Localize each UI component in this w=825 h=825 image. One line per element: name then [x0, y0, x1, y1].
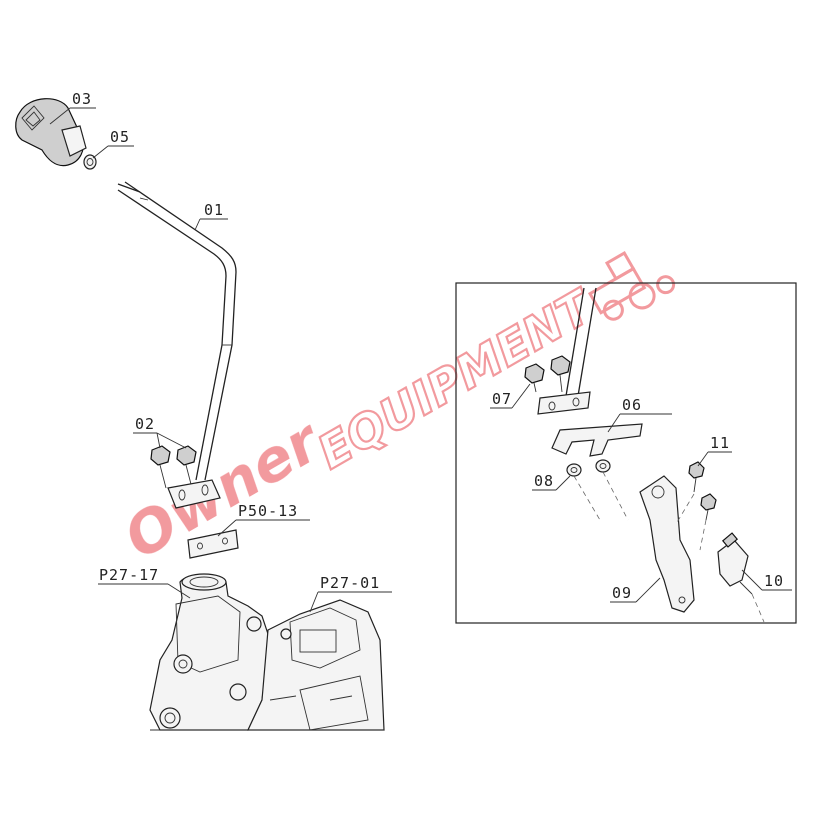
label-p27-17: P27-17	[99, 566, 159, 584]
tractor-icon	[587, 251, 676, 321]
label-02: 02	[135, 415, 155, 433]
switch-10	[717, 532, 753, 595]
label-p50-13: P50-13	[238, 502, 298, 520]
label-09: 09	[612, 584, 632, 602]
plate-p50-13	[187, 529, 239, 559]
transmission-housing	[149, 573, 385, 731]
shift-knob	[15, 98, 87, 167]
label-01: 01	[204, 201, 224, 219]
label-03: 03	[72, 90, 92, 108]
label-p27-01: P27-01	[320, 574, 380, 592]
detail-inset: 07 06 11 08 09 10	[455, 282, 797, 624]
label-11: 11	[710, 434, 730, 452]
label-08: 08	[534, 472, 554, 490]
leaders-left	[49, 107, 392, 613]
bolts-02	[150, 445, 197, 489]
watermark: Owner EQUIPMENT	[113, 251, 676, 572]
label-06: 06	[622, 396, 642, 414]
label-07: 07	[492, 390, 512, 408]
label-05: 05	[110, 128, 130, 146]
lever-plate	[167, 479, 221, 509]
label-10: 10	[764, 572, 784, 590]
nut-05	[83, 154, 97, 170]
shift-lever	[117, 181, 237, 481]
